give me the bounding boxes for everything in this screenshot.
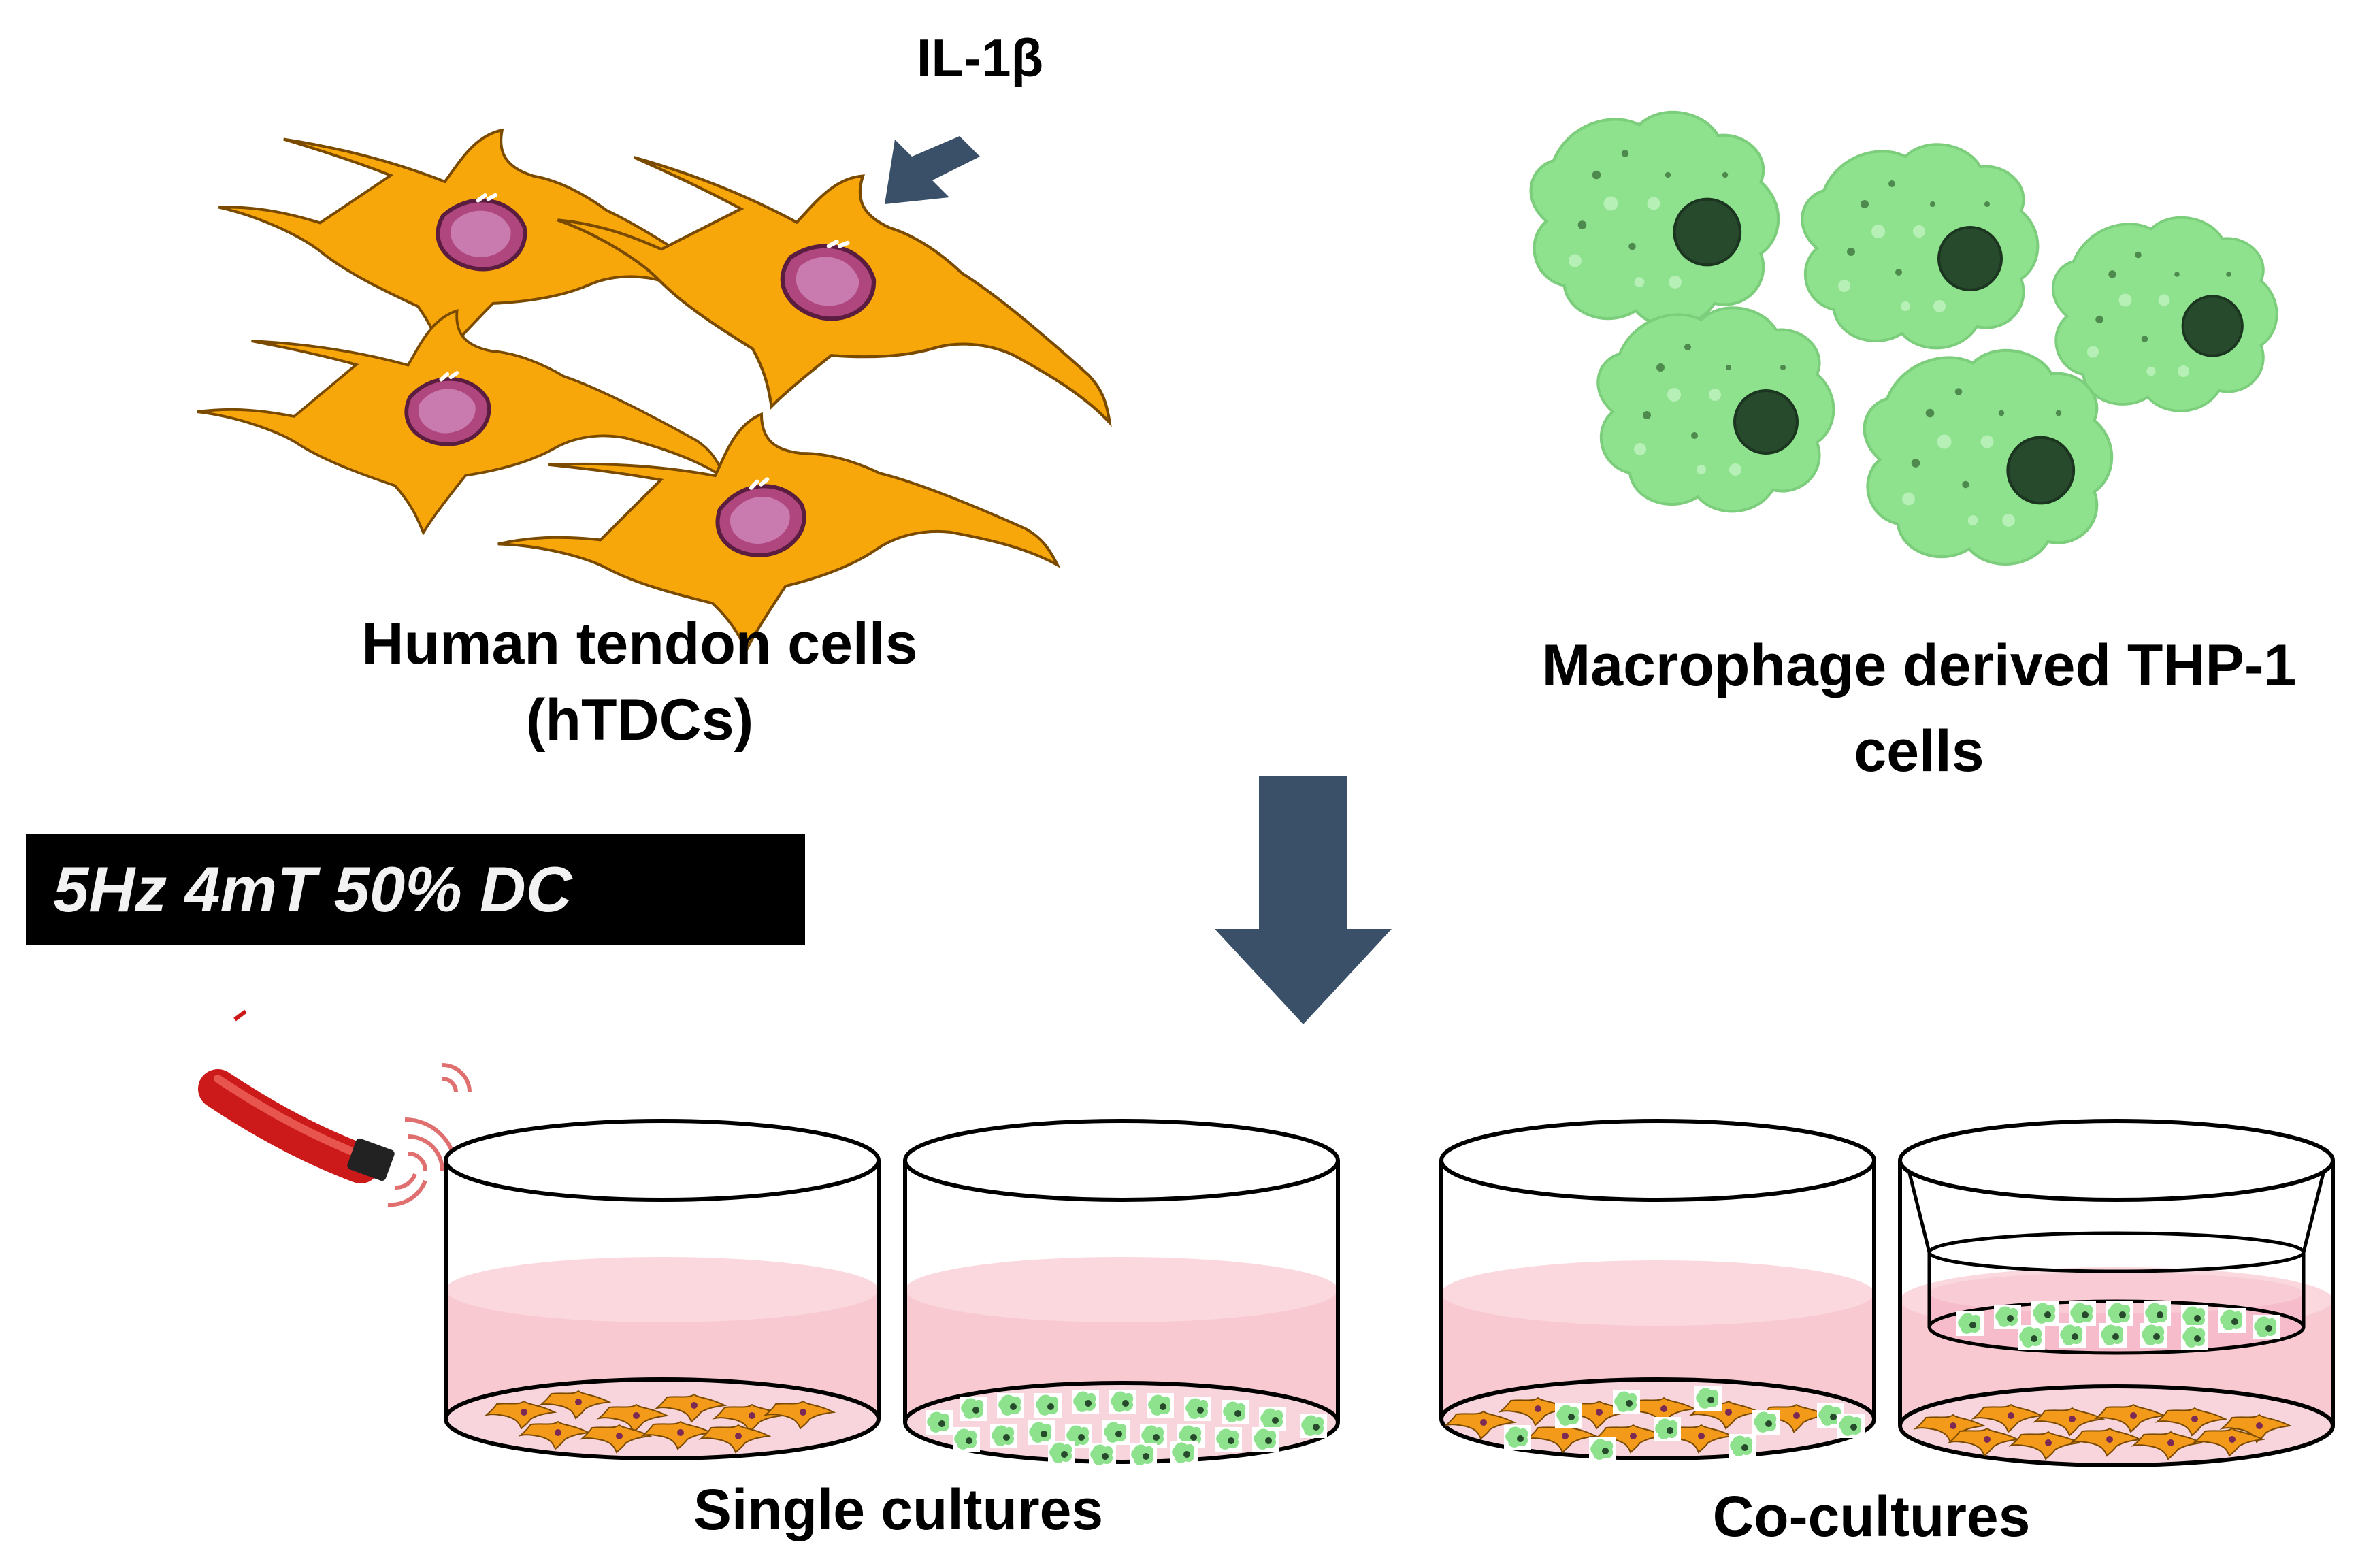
macrophage-cell xyxy=(1596,306,1835,513)
culture-dish-direct-coculture xyxy=(1439,1119,1876,1462)
co-cultures-label: Co-cultures xyxy=(1712,1484,2031,1548)
pemf-coil-icon xyxy=(198,1009,472,1207)
pemf-settings-text: 5Hz 4mT 50% DC xyxy=(53,853,572,925)
culture-dish-tendon xyxy=(444,1119,881,1460)
il1b-arrow-icon xyxy=(885,136,980,204)
macrophage-cell xyxy=(1865,350,2112,564)
pemf-settings-banner: 5Hz 4mT 50% DC xyxy=(26,834,805,945)
macrophage-cells-label: Macrophage derived THP-1 cells xyxy=(1484,623,2355,794)
tendon-cells-abbrev: (hTDCs) xyxy=(525,687,754,753)
macrophage-label-line2: cells xyxy=(1854,719,1984,784)
tendon-cells-label: Human tendon cells (hTDCs) xyxy=(299,606,980,758)
single-cultures-label: Single cultures xyxy=(693,1477,1104,1541)
il1b-label: IL-1β xyxy=(916,28,1044,88)
culture-dish-macrophage xyxy=(903,1119,1340,1467)
macrophage-cell xyxy=(1531,112,1778,326)
macrophage-cell xyxy=(1801,143,2040,350)
macrophage-cells-illustration xyxy=(1531,112,2278,564)
tendon-cells-illustration xyxy=(193,116,1145,683)
macrophage-label-line1: Macrophage derived THP-1 xyxy=(1541,633,2297,698)
tendon-cells-name: Human tendon cells xyxy=(361,611,918,676)
macrophage-cell xyxy=(2051,216,2278,412)
down-arrow-icon xyxy=(1215,776,1392,1024)
culture-dish-transwell-coculture xyxy=(1898,1119,2335,1467)
